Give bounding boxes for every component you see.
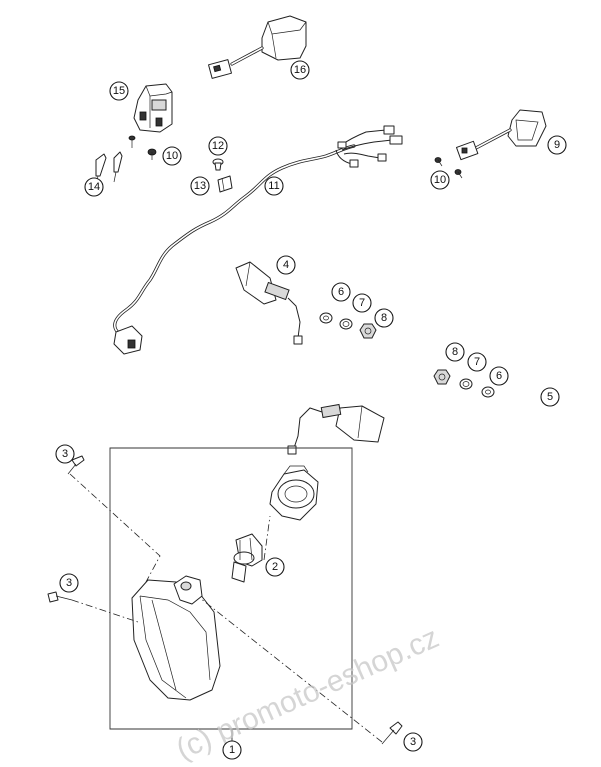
svg-text:6: 6 [338, 286, 344, 298]
svg-text:11: 11 [268, 180, 279, 192]
callout-5[interactable]: 5 [540, 387, 560, 407]
svg-text:1: 1 [229, 744, 235, 756]
screw-3a[interactable] [67, 455, 85, 475]
part-13-clip[interactable] [217, 175, 233, 193]
callout-3c[interactable]: 3 [403, 732, 423, 752]
part-4-turn-signal-left[interactable] [235, 261, 303, 345]
screw-10b-a[interactable] [434, 157, 443, 167]
svg-text:9: 9 [554, 139, 560, 151]
callout-10a[interactable]: 10 [162, 146, 182, 166]
nut-8a[interactable] [359, 323, 377, 339]
svg-text:15: 15 [113, 85, 125, 97]
svg-text:2: 2 [272, 561, 278, 573]
screw-small-center[interactable] [128, 135, 136, 148]
screw-3c[interactable] [381, 721, 403, 745]
callout-16[interactable]: 16 [290, 60, 310, 80]
part-1-headlight[interactable] [131, 575, 221, 701]
svg-text:14: 14 [88, 181, 100, 193]
callout-11[interactable]: 11 [264, 176, 284, 196]
svg-text:13: 13 [194, 180, 206, 192]
callout-14[interactable]: 14 [84, 177, 104, 197]
callout-13[interactable]: 13 [190, 176, 210, 196]
svg-text:4: 4 [283, 259, 289, 271]
screw-3b[interactable] [47, 591, 73, 603]
callout-2[interactable]: 2 [265, 557, 285, 577]
callout-6a[interactable]: 6 [331, 282, 351, 302]
part-15-switch[interactable] [133, 83, 173, 133]
callout-4[interactable]: 4 [276, 255, 296, 275]
svg-text:16: 16 [294, 64, 306, 76]
part-9-tail-light[interactable] [455, 109, 547, 161]
svg-text:10: 10 [434, 174, 446, 186]
washer-6b[interactable] [481, 386, 495, 398]
svg-text:5: 5 [547, 391, 553, 403]
headlight-assembly-frame [109, 447, 353, 742]
callout-3b[interactable]: 3 [59, 573, 79, 593]
callout-7a[interactable]: 7 [352, 293, 372, 313]
svg-text:10: 10 [166, 150, 178, 162]
washer-6a[interactable] [319, 312, 333, 324]
part-12-screw[interactable] [212, 158, 224, 171]
svg-text:7: 7 [474, 356, 480, 368]
callout-3a[interactable]: 3 [55, 444, 75, 464]
svg-text:8: 8 [381, 312, 387, 324]
washer-7b[interactable] [459, 378, 473, 390]
callout-10b[interactable]: 10 [430, 170, 450, 190]
svg-text:3: 3 [410, 736, 416, 748]
nut-8b[interactable] [433, 369, 451, 385]
screw-10b-b[interactable] [454, 169, 463, 179]
callout-9[interactable]: 9 [547, 135, 567, 155]
leader-lines [69, 473, 383, 743]
part-2-bulb[interactable] [231, 533, 263, 583]
part-11-wiring-harness[interactable] [113, 125, 403, 355]
bulb-socket[interactable] [269, 465, 319, 521]
callout-12[interactable]: 12 [208, 136, 228, 156]
svg-text:6: 6 [496, 370, 502, 382]
washer-7a[interactable] [339, 318, 353, 330]
callout-8a[interactable]: 8 [374, 308, 394, 328]
part-5-turn-signal-right[interactable] [287, 403, 385, 455]
callout-8b[interactable]: 8 [445, 342, 465, 362]
svg-text:12: 12 [212, 140, 224, 152]
part-16-connector[interactable] [208, 15, 307, 79]
screw-14b[interactable] [113, 151, 123, 183]
svg-text:3: 3 [62, 448, 68, 460]
svg-text:7: 7 [359, 297, 365, 309]
callout-7b[interactable]: 7 [467, 352, 487, 372]
svg-text:8: 8 [452, 346, 458, 358]
screw-10a[interactable] [147, 148, 157, 160]
callout-6b[interactable]: 6 [489, 366, 509, 386]
callout-1[interactable]: 1 [222, 740, 242, 760]
callout-15[interactable]: 15 [109, 81, 129, 101]
svg-text:3: 3 [66, 577, 72, 589]
